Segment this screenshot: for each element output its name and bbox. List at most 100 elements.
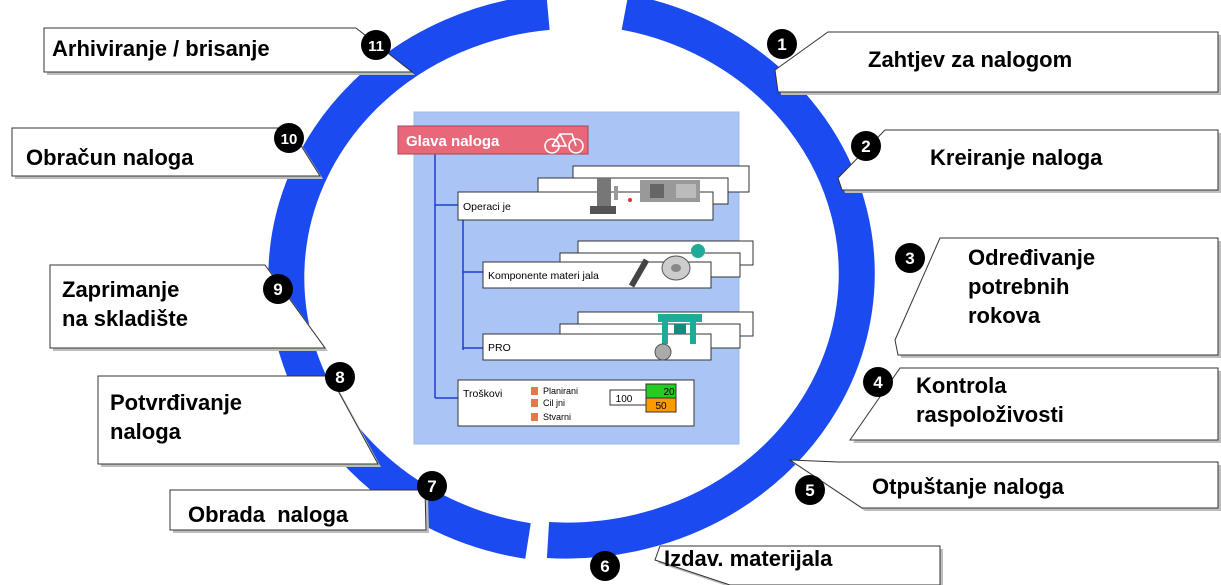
tree-lines — [434, 150, 483, 399]
step-number-3: 3 — [895, 243, 925, 273]
number-label: 10 — [281, 131, 298, 148]
callout-box — [43, 27, 414, 73]
step-11-label-line: Arhiviranje / brisanje — [52, 36, 270, 61]
press-machine-icon — [654, 314, 702, 361]
step-7-label-line: Obrada naloga — [188, 502, 349, 527]
value-50: 50 — [655, 401, 667, 412]
step-callout-6: Izdav. materijala — [654, 545, 943, 585]
step-callout-1: Zahtjev za nalogom — [774, 31, 1221, 95]
number-badge — [325, 362, 355, 392]
step-3-label-line: potrebnih — [968, 274, 1069, 299]
number-label: 2 — [861, 137, 870, 156]
operations-card-stack: Operaci je — [457, 165, 750, 221]
number-badge — [274, 123, 304, 153]
components-card-stack: Komponente materi jala — [482, 240, 754, 289]
machine-tool-icon — [640, 180, 700, 202]
step-number-10: 10 — [274, 123, 304, 153]
step-8-label-line: naloga — [110, 419, 182, 444]
bolt-icon — [628, 258, 650, 288]
order-header-tab: Glava naloga — [397, 125, 589, 155]
number-badge — [851, 131, 881, 161]
step-number-6: 6 — [590, 551, 620, 581]
number-label: 1 — [777, 35, 786, 54]
step-10-label-line: Obračun naloga — [26, 145, 194, 170]
step-3-label-line: rokova — [968, 303, 1041, 328]
target-legend-icon — [531, 399, 538, 407]
step-number-5: 5 — [795, 475, 825, 505]
callout-box — [788, 459, 1219, 509]
number-label: 9 — [273, 280, 282, 299]
ring-arc-right — [546, 0, 875, 559]
number-label: 5 — [805, 481, 814, 500]
number-badge — [361, 30, 391, 60]
planned-legend-icon — [531, 387, 538, 395]
pro-card-stack: PRO — [482, 311, 754, 361]
bicycle-icon — [544, 133, 584, 154]
step-callout-7: Obrada naloga — [169, 489, 429, 533]
step-4-label-line: Kontrola — [916, 373, 1007, 398]
step-number-2: 2 — [851, 131, 881, 161]
costs-card: Troškovi Planirani Cil jni Stvarni 100 2… — [457, 379, 695, 427]
callout-box — [97, 375, 379, 465]
value-20: 20 — [663, 387, 675, 398]
planned-label: Planirani — [543, 386, 578, 396]
step-8-label-line: Potvrđivanje — [110, 390, 242, 415]
step-number-11: 11 — [361, 30, 391, 60]
step-callout-4: Kontrola raspoloživosti — [849, 367, 1221, 443]
step-4-label-line: raspoloživosti — [916, 402, 1064, 427]
step-callout-2: Kreiranje naloga — [837, 129, 1221, 193]
step-9-label-line: Zaprimanje — [62, 277, 179, 302]
callout-box — [11, 127, 321, 177]
number-label: 8 — [335, 368, 344, 387]
step-9-label-line: na skladište — [62, 306, 188, 331]
callout-box — [654, 545, 941, 585]
number-badge — [263, 274, 293, 304]
number-label: 6 — [600, 557, 609, 576]
actual-label: Stvarni — [543, 412, 571, 422]
number-label: 11 — [368, 38, 384, 55]
step-callout-11: Arhiviranje / brisanje — [43, 27, 415, 75]
operations-label: Operaci je — [463, 201, 511, 213]
callout-box — [894, 237, 1219, 356]
step-callout-10: Obračun naloga — [11, 127, 323, 179]
step-number-9: 9 — [263, 274, 293, 304]
number-badge — [417, 471, 447, 501]
target-label: Cil jni — [543, 398, 565, 408]
drill-press-icon — [590, 178, 632, 214]
order-header-label: Glava naloga — [406, 133, 500, 150]
step-callout-3: Određivanje potrebnih rokova — [894, 237, 1221, 358]
number-badge — [863, 367, 893, 397]
step-1-label-line: Zahtjev za nalogom — [868, 47, 1072, 72]
step-number-1: 1 — [767, 29, 797, 59]
step-5-label-line: Otpuštanje naloga — [872, 474, 1065, 499]
callout-box — [49, 264, 326, 349]
costs-label: Troškovi — [463, 388, 502, 400]
callout-box — [774, 31, 1219, 93]
step-callout-9: Zaprimanje na skladište — [49, 264, 328, 351]
gear-part-icon — [661, 244, 705, 281]
number-badge — [795, 475, 825, 505]
step-3-label-line: Određivanje — [968, 245, 1095, 270]
step-6-label-line: Izdav. materijala — [664, 546, 833, 571]
order-structure-panel: Glava naloga Operaci je — [397, 111, 754, 445]
pro-label: PRO — [488, 342, 511, 354]
value-box-50 — [645, 397, 677, 413]
callout-box — [169, 489, 427, 531]
number-badge — [895, 243, 925, 273]
step-number-8: 8 — [325, 362, 355, 392]
step-number-7: 7 — [417, 471, 447, 501]
number-label: 7 — [427, 477, 436, 496]
number-label: 4 — [873, 373, 883, 392]
value-100: 100 — [616, 394, 633, 405]
step-markers: 1 2 3 4 5 6 7 8 9 10 11 — [263, 29, 925, 581]
step-number-4: 4 — [863, 367, 893, 397]
number-badge — [767, 29, 797, 59]
number-badge — [590, 551, 620, 581]
step-callout-5: Otpuštanje naloga — [788, 459, 1221, 511]
step-2-label-line: Kreiranje naloga — [930, 145, 1103, 170]
components-label: Komponente materi jala — [488, 270, 599, 282]
number-label: 3 — [905, 249, 914, 268]
actual-legend-icon — [531, 413, 538, 421]
